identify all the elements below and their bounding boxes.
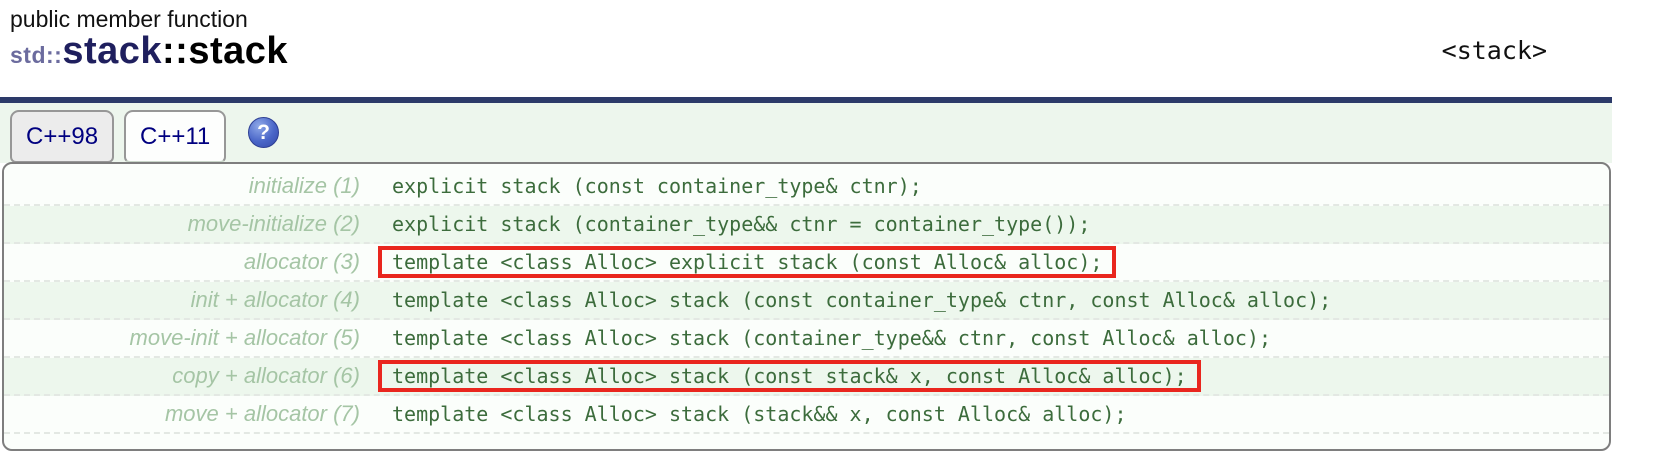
tab-cpp11[interactable]: C++11 (124, 110, 227, 163)
declaration-code: template <class Alloc> stack (const stac… (392, 364, 1187, 388)
declaration-code: template <class Alloc> stack (const cont… (392, 288, 1332, 312)
page-title: std::stack::stack (10, 30, 288, 73)
overload-label: move-initialize (2) (187, 211, 360, 236)
overload-label: move + allocator (7) (164, 401, 360, 426)
code-wrap: explicit stack (container_type&& ctnr = … (382, 210, 1100, 238)
title-member: ::stack (162, 30, 289, 72)
overload-label: initialize (1) (248, 173, 360, 198)
overload-label: move-init + allocator (5) (129, 325, 360, 350)
title-divider (0, 97, 1612, 103)
title-class: stack (62, 30, 163, 72)
help-icon[interactable]: ? (248, 117, 279, 148)
declarations-table: initialize (1) explicit stack (const cont… (2, 162, 1611, 451)
header-file-link[interactable]: <stack> (1441, 36, 1547, 65)
code-wrap: template <class Alloc> stack (stack&& x,… (382, 400, 1137, 428)
title-namespace: std:: (10, 42, 63, 68)
code-wrap: template <class Alloc> stack (const cont… (382, 286, 1341, 314)
declaration-code: explicit stack (const container_type& ct… (392, 174, 922, 198)
declaration-row: init + allocator (4) template <class Allo… (4, 282, 1609, 320)
declaration-code: template <class Alloc> stack (stack&& x,… (392, 402, 1127, 426)
highlight-box: template <class Alloc> explicit stack (c… (378, 246, 1117, 278)
highlight-box: template <class Alloc> stack (const stac… (378, 360, 1201, 392)
page-kicker: public member function (10, 6, 248, 32)
declaration-row: allocator (3) template <class Alloc> expl… (4, 244, 1609, 282)
declaration-code: explicit stack (container_type&& ctnr = … (392, 212, 1091, 236)
overload-label: copy + allocator (6) (172, 363, 360, 388)
declaration-code: template <class Alloc> explicit stack (c… (392, 250, 1103, 274)
overload-label: allocator (3) (243, 249, 360, 274)
declaration-row: move-init + allocator (5) template <class… (4, 320, 1609, 358)
code-wrap: template <class Alloc> stack (container_… (382, 324, 1281, 352)
declaration-row: initialize (1) explicit stack (const cont… (4, 168, 1609, 206)
declaration-code: template <class Alloc> stack (container_… (392, 326, 1271, 350)
standard-version-tabs: C++98 C++11 ? (0, 103, 1612, 163)
declaration-row: move + allocator (7) template <class Allo… (4, 396, 1609, 434)
declaration-row: copy + allocator (6) template <class Allo… (4, 358, 1609, 396)
code-wrap: explicit stack (const container_type& ct… (382, 172, 932, 200)
overload-label: init + allocator (4) (190, 287, 360, 312)
declaration-row: move-initialize (2) explicit stack (conta… (4, 206, 1609, 244)
tab-cpp98[interactable]: C++98 (10, 110, 115, 163)
